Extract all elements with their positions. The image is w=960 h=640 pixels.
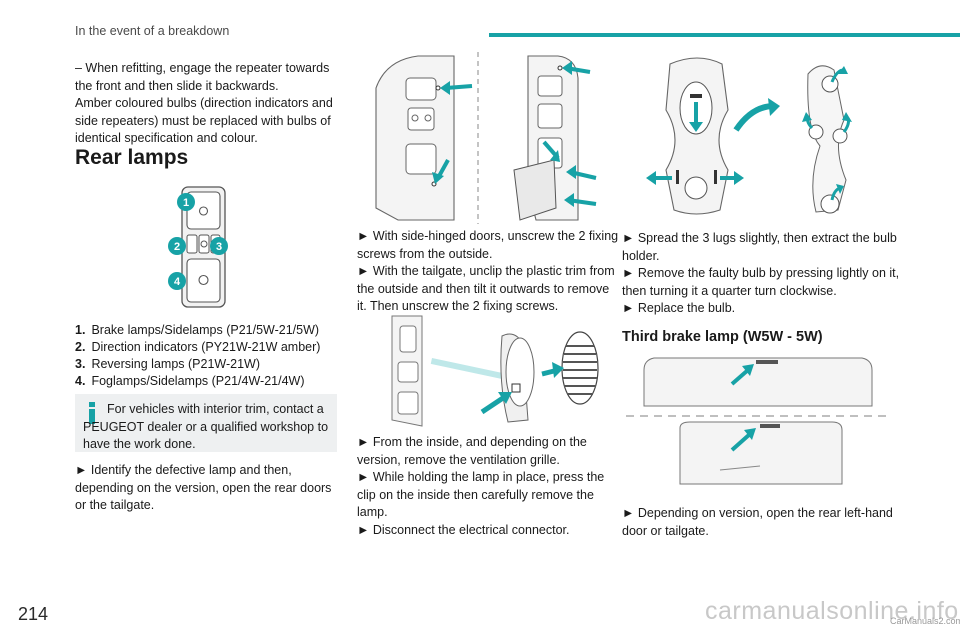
steps-grille-block: ► From the inside, and depending on the …	[357, 434, 619, 540]
heading-rear-lamps: Rear lamps	[75, 146, 189, 169]
callout-2: 2	[168, 237, 186, 255]
steps-bulb-block: ► Spread the 3 lugs slightly, then extra…	[622, 230, 912, 318]
callout-4: 4	[168, 272, 186, 290]
column-1: – When refitting, engage the repeater to…	[75, 60, 337, 148]
step-identify-lamp-block: ► Identify the defective lamp and then, …	[75, 462, 337, 515]
step-open-door: ► Depending on version, open the rear le…	[622, 506, 893, 538]
lamp-list-container: 1.Brake lamps/Sidelamps (P21/5W-21/5W) 2…	[75, 322, 337, 390]
intro-paragraph-2: Amber coloured bulbs (direction indicato…	[75, 96, 333, 146]
header-accent-bar	[489, 33, 960, 37]
step-press-clip: ► While holding the lamp in place, press…	[357, 470, 605, 520]
step-remove-grille: ► From the inside, and depending on the …	[357, 435, 587, 467]
lamp-list: 1.Brake lamps/Sidelamps (P21/5W-21/5W) 2…	[75, 322, 337, 390]
lamp-list-item: 2.Direction indicators (PY21W-21W amber)	[75, 340, 321, 354]
callout-3: 3	[210, 237, 228, 255]
bulb-holder-illustration	[640, 50, 880, 220]
callout-1: 1	[177, 193, 195, 211]
step-identify-lamp: ► Identify the defective lamp and then, …	[75, 463, 332, 513]
screw-removal-illustration	[368, 48, 608, 228]
info-text: For vehicles with interior trim, contact…	[83, 402, 329, 452]
step-side-hinged-doors: ► With side-hinged doors, unscrew the 2 …	[357, 229, 619, 261]
watermark-small: CarManuals2.com	[890, 616, 960, 626]
section-header: In the event of a breakdown	[75, 24, 230, 38]
info-icon	[87, 402, 97, 424]
watermark: carmanualsonline.info	[705, 597, 959, 625]
heading-third-brake-lamp: Third brake lamp (W5W - 5W)	[622, 329, 823, 345]
lamp-list-item: 3.Reversing lamps (P21W-21W)	[75, 357, 261, 371]
callout-1-label: 1	[183, 197, 189, 209]
step-open-door-block: ► Depending on version, open the rear le…	[622, 505, 912, 540]
step-spread-lugs: ► Spread the 3 lugs slightly, then extra…	[622, 231, 897, 263]
lamp-list-item: 1.Brake lamps/Sidelamps (P21/5W-21/5W)	[75, 323, 320, 337]
lamp-list-item: 4.Foglamps/Sidelamps (P21/4W-21/4W)	[75, 374, 305, 388]
intro-paragraph-1: – When refitting, engage the repeater to…	[75, 61, 330, 93]
step-remove-bulb: ► Remove the faulty bulb by pressing lig…	[622, 266, 900, 298]
rear-lamp-cluster-diagram: 1 2 3 4	[168, 186, 228, 311]
steps-screws-block: ► With side-hinged doors, unscrew the 2 …	[357, 228, 619, 316]
step-tailgate-trim: ► With the tailgate, unclip the plastic …	[357, 264, 615, 314]
callout-2-label: 2	[174, 241, 180, 253]
third-brake-lamp-illustration	[620, 354, 896, 486]
ventilation-grille-illustration	[382, 312, 602, 428]
step-replace-bulb: ► Replace the bulb.	[622, 301, 736, 316]
page-number: 214	[18, 604, 49, 624]
callout-3-label: 3	[216, 241, 222, 253]
info-box: For vehicles with interior trim, contact…	[75, 394, 337, 452]
callout-4-label: 4	[174, 276, 181, 288]
step-disconnect-connector: ► Disconnect the electrical connector.	[357, 522, 570, 537]
